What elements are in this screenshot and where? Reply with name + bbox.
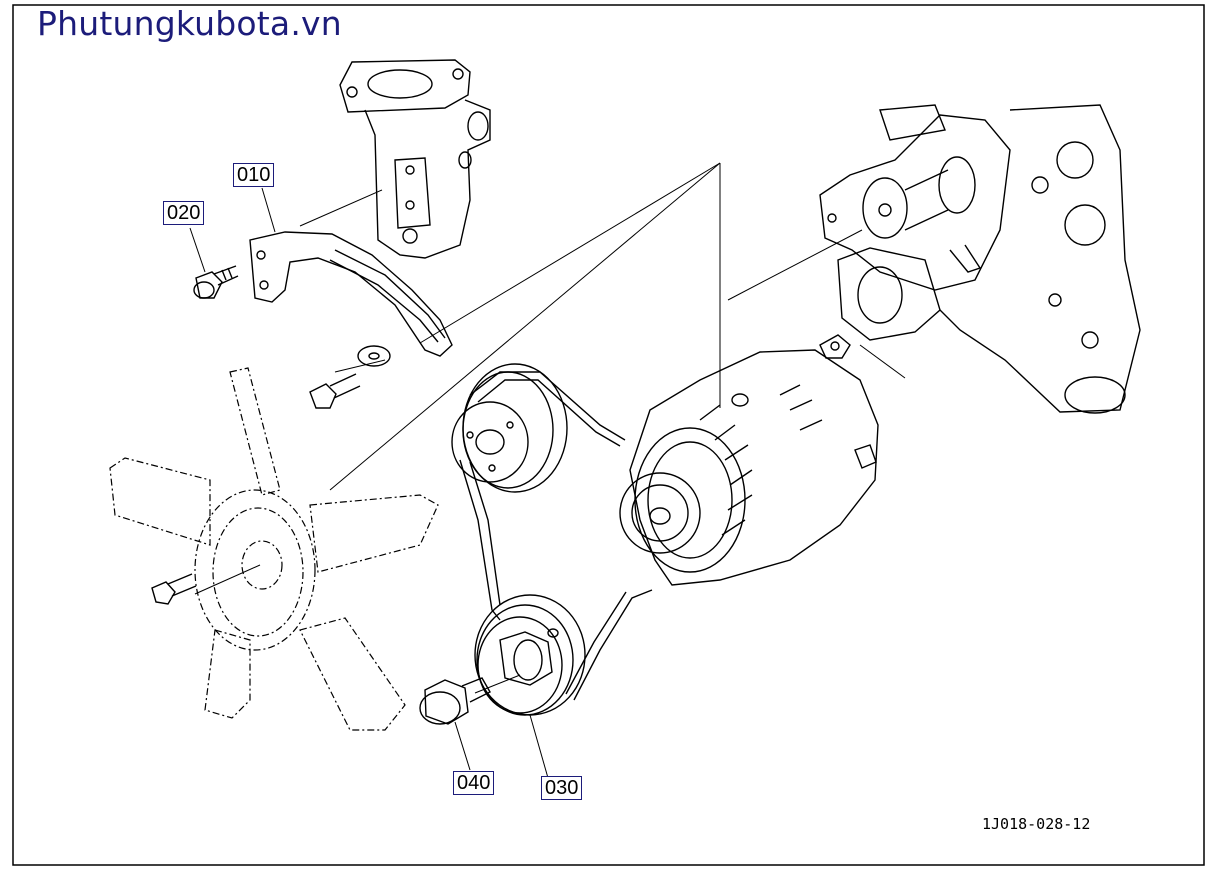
callout-020[interactable]: 020	[163, 201, 205, 225]
leader-lines	[189, 187, 549, 779]
callout-010[interactable]: 010	[233, 163, 275, 187]
diagram-border	[12, 4, 1205, 866]
fan-bolt	[151, 573, 197, 605]
alternator	[619, 334, 879, 586]
thermostat-housing	[339, 59, 491, 259]
construction-lines	[194, 162, 906, 694]
callout-030[interactable]: 030	[541, 776, 583, 800]
site-watermark: Phutungkubota.vn	[37, 4, 342, 43]
crankshaft-pulley	[474, 594, 586, 716]
gear-case	[837, 104, 1141, 414]
bolt-020	[193, 265, 239, 299]
bracket-bolt-washer	[309, 345, 391, 409]
cooling-fan	[109, 367, 439, 731]
crank-bolt	[419, 677, 491, 725]
callout-040[interactable]: 040	[453, 771, 495, 795]
fan-pulley	[451, 363, 568, 493]
alternator-bracket	[249, 231, 453, 357]
water-pump	[819, 104, 1011, 291]
v-belt	[459, 371, 653, 701]
diagram-reference-code: 1J018-028-12	[982, 815, 1091, 833]
